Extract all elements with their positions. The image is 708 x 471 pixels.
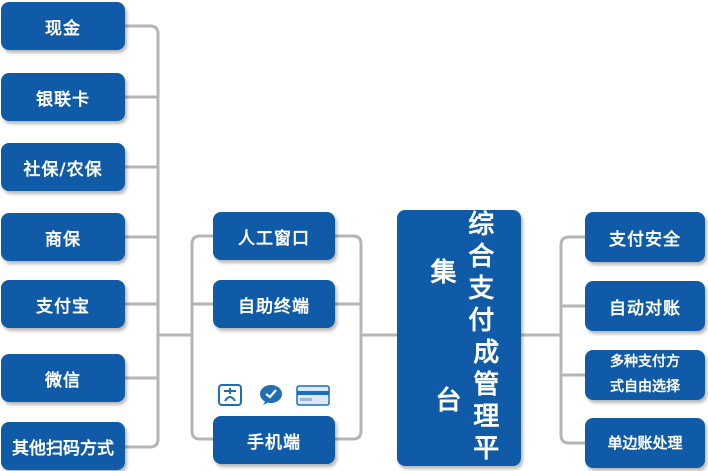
payment-method-cash: 现金 [1,2,125,50]
payment-method-other-scan: 其他扫码方式 [1,422,125,470]
feature-one-sided-account: 单边账处理 [585,418,705,468]
payment-method-alipay: 支付宝 [1,280,125,328]
payment-method-unionpay: 银联卡 [1,73,125,121]
channel-bracket-right [335,234,363,441]
payment-method-commercial-insurance: 商保 [1,213,125,261]
feature-payment-security: 支付安全 [585,212,705,262]
feature-multiple-payment-methods: 多种支付方 式自由选择 [585,350,705,400]
wechat-pay-icon [260,385,282,405]
alipay-icon [218,384,242,406]
feature-auto-reconciliation: 自动对账 [585,281,705,331]
feature-multiple-line-2: 式自由选择 [610,379,680,395]
channel-bracket-left [190,234,213,441]
channel-counter: 人工窗口 [213,212,335,260]
platform-title-column-1: 综合支付集 [426,210,494,338]
right-bracket [559,235,585,445]
platform-title-column-2: 成管理平台 [431,338,499,466]
payment-method-wechat: 微信 [1,354,125,402]
channel-self-service: 自助终端 [213,280,335,328]
channel-mobile: 手机端 [213,416,335,464]
unionpay-card-icon [296,385,330,406]
payment-method-social-insurance: 社保/农保 [1,143,125,191]
integrated-payment-platform: 综合支付集 成管理平台 [397,210,521,466]
feature-multiple-line-1: 多种支付方 [610,354,680,370]
